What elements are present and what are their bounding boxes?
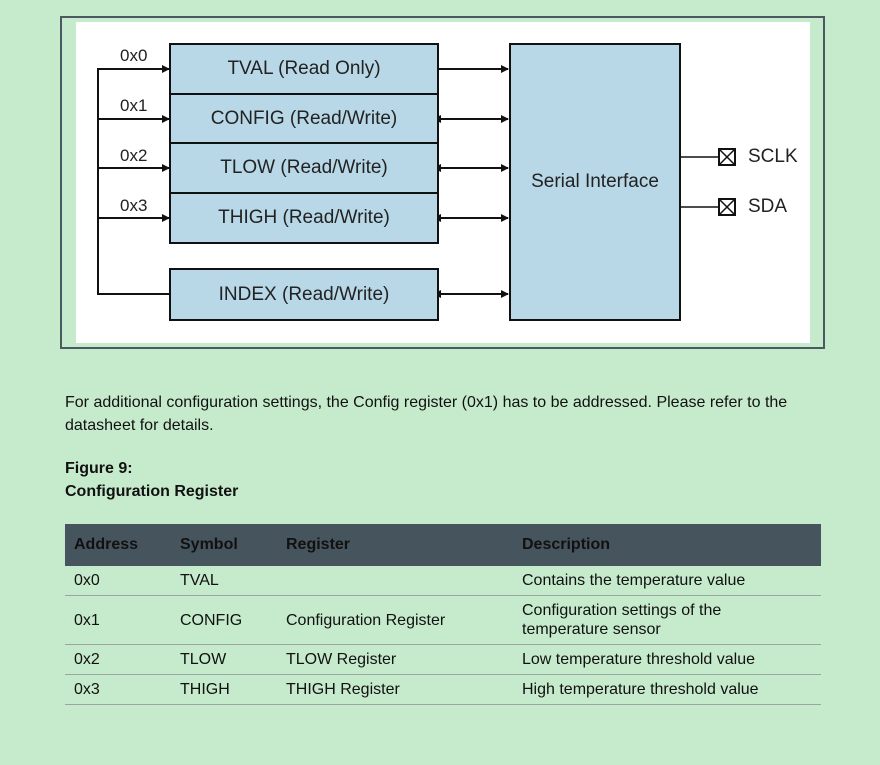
- tlow-register-label: TLOW (Read/Write): [220, 157, 388, 178]
- tval-register-label: TVAL (Read Only): [227, 58, 381, 79]
- index-register-label: INDEX (Read/Write): [218, 283, 390, 305]
- cell-symbol: TVAL: [171, 566, 277, 596]
- cell-symbol: TLOW: [171, 644, 277, 675]
- cell-register: THIGH Register: [277, 674, 513, 705]
- register-table: Address Symbol Register Description 0x0 …: [65, 524, 821, 705]
- address-label-0x2: 0x2: [120, 146, 148, 165]
- address-label-0x0: 0x0: [120, 46, 148, 65]
- address-label-0x1: 0x1: [120, 96, 148, 115]
- index-register-box: INDEX (Read/Write): [169, 268, 439, 321]
- thigh-register-box: THIGH (Read/Write): [169, 192, 439, 244]
- tval-register-box: TVAL (Read Only): [169, 43, 439, 95]
- config-register-label: CONFIG (Read/Write): [210, 107, 398, 129]
- sda-pin-icon: [718, 198, 736, 216]
- cell-address: 0x1: [65, 595, 171, 645]
- sda-label: SDA: [748, 196, 788, 217]
- serial-interface-label: Serial Interface: [531, 171, 659, 192]
- cell-description: High temperature threshold value: [513, 674, 821, 705]
- config-register-box: CONFIG (Read/Write): [169, 93, 439, 144]
- cell-description: Low temperature threshold value: [513, 644, 821, 675]
- cell-register: Configuration Register: [277, 595, 513, 645]
- figure-frame: 0x0 0x1 0x2 0x3 TVAL (Read Only) CONFIG …: [60, 16, 825, 349]
- serial-interface-box: Serial Interface: [509, 43, 681, 321]
- cell-register: TLOW Register: [277, 644, 513, 675]
- table-row: 0x0 TVAL Contains the temperature value: [65, 566, 821, 596]
- cell-address: 0x0: [65, 566, 171, 596]
- figure-number: Figure 9:: [65, 460, 133, 477]
- diagram-lines: [97, 65, 736, 298]
- column-header-address: Address: [65, 524, 171, 566]
- tlow-register-box: TLOW (Read/Write): [169, 142, 439, 194]
- table-header-row: Address Symbol Register Description: [65, 524, 821, 566]
- cell-address: 0x2: [65, 644, 171, 675]
- address-label-0x3: 0x3: [120, 196, 148, 215]
- table-row: 0x2 TLOW TLOW Register Low temperature t…: [65, 644, 821, 675]
- config-paragraph: For additional configuration settings, t…: [65, 394, 788, 434]
- thigh-register-label: THIGH (Read/Write): [218, 207, 390, 228]
- sclk-pin-icon: [718, 148, 736, 166]
- cell-register: [277, 566, 513, 596]
- sclk-label: SCLK: [748, 146, 798, 167]
- table-row: 0x3 THIGH THIGH Register High temperatur…: [65, 674, 821, 705]
- block-diagram: 0x0 0x1 0x2 0x3 TVAL (Read Only) CONFIG …: [76, 22, 810, 343]
- table-row: 0x1 CONFIG Configuration Register Config…: [65, 595, 821, 645]
- column-header-symbol: Symbol: [171, 524, 277, 566]
- figure-title: Configuration Register: [65, 483, 239, 500]
- cell-symbol: THIGH: [171, 674, 277, 705]
- cell-description: Contains the temperature value: [513, 566, 821, 596]
- figure-caption: Figure 9: Configuration Register: [65, 457, 238, 503]
- cell-address: 0x3: [65, 674, 171, 705]
- cell-symbol: CONFIG: [171, 595, 277, 645]
- column-header-description: Description: [513, 524, 821, 566]
- cell-description: Configuration settings of the temperatur…: [513, 595, 821, 645]
- column-header-register: Register: [277, 524, 513, 566]
